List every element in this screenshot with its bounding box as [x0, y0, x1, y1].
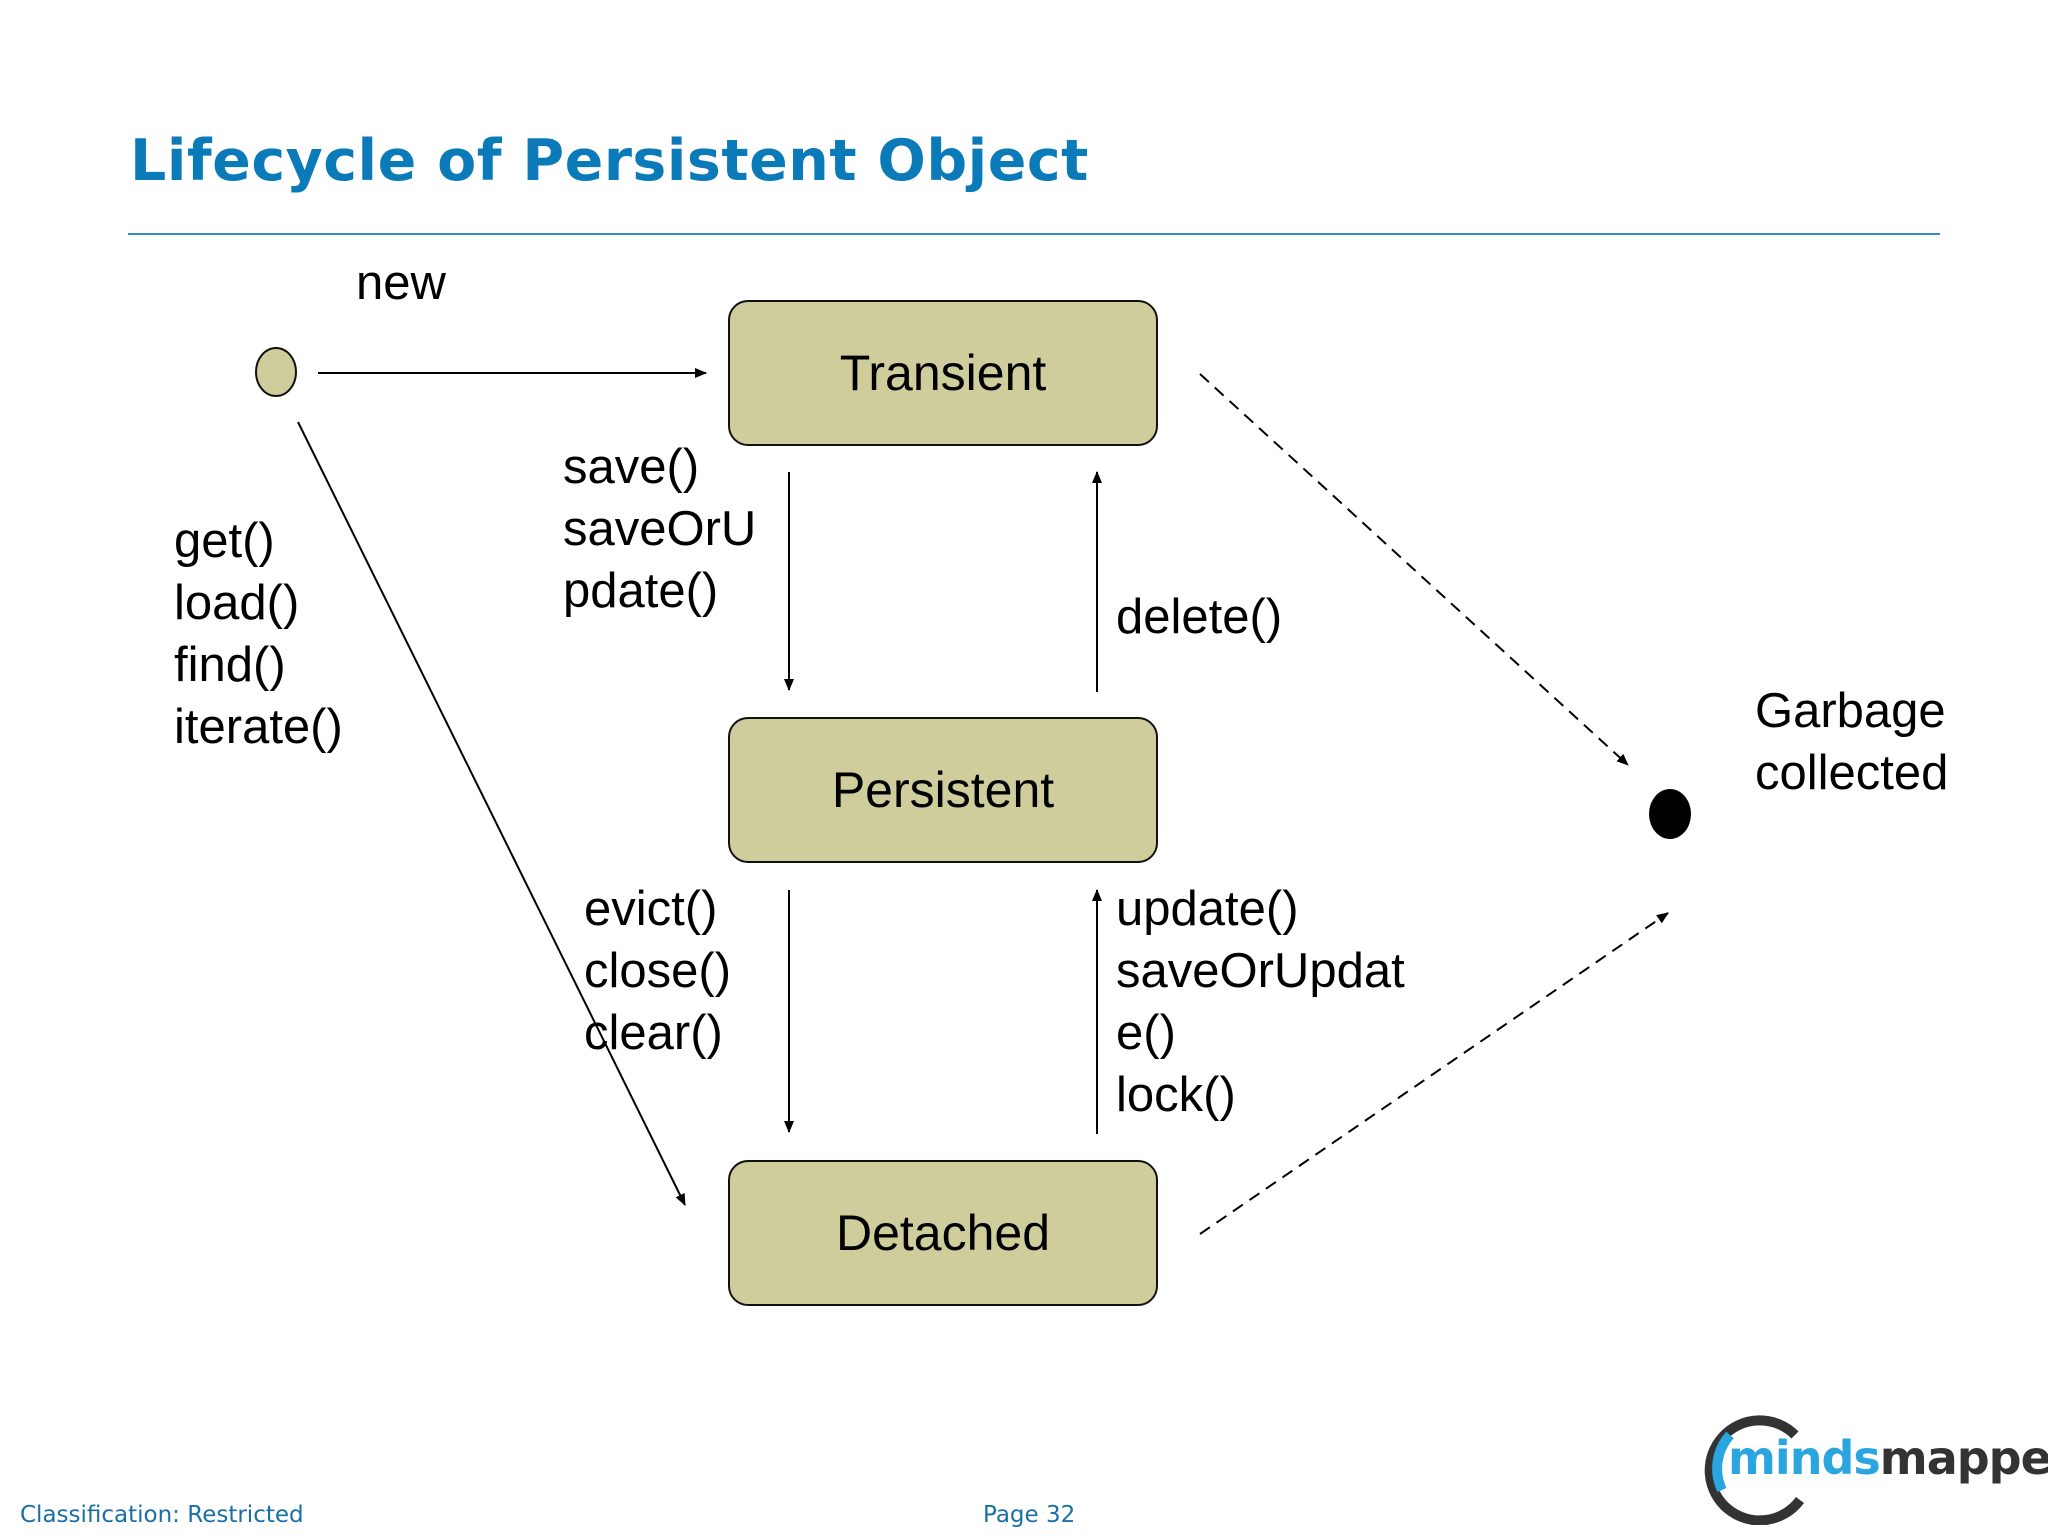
logo-text-minds: minds	[1728, 1431, 1881, 1485]
state-transient: Transient	[728, 300, 1158, 446]
arrow-detached-gc	[1199, 912, 1669, 1235]
label-e: e()	[1116, 1006, 1176, 1060]
label-update: update()	[1116, 882, 1299, 936]
label-load: load()	[174, 576, 300, 630]
label-saveoru: saveOrU	[563, 502, 757, 556]
slide-title: Lifecycle of Persistent Object	[130, 128, 1089, 194]
label-save: save()	[563, 440, 700, 494]
logo-ring-icon	[1704, 1415, 1805, 1526]
label-find: find()	[174, 638, 286, 692]
arrow-query-to-detached	[297, 421, 686, 1206]
label-garbage: Garbage	[1755, 684, 1946, 738]
label-lock: lock()	[1116, 1068, 1236, 1122]
label-query-methods: get() load() find() iterate()	[174, 510, 343, 758]
logo-text-mapped: mapped	[1879, 1431, 2048, 1485]
label-garbage-collected: Garbage collected	[1755, 680, 1948, 804]
logo-wordmark: mindsmapped	[1728, 1431, 2048, 1485]
mindsmapped-logo: mindsmapped	[1700, 1405, 2048, 1526]
initial-state-node	[255, 347, 297, 397]
state-persistent: Persistent	[728, 717, 1158, 863]
label-update-methods: update() saveOrUpdat e() lock()	[1116, 878, 1405, 1126]
footer-classification: Classification: Restricted	[20, 1502, 304, 1528]
label-iterate: iterate()	[174, 700, 343, 754]
arrow-transient-gc	[1199, 373, 1629, 766]
state-detached: Detached	[728, 1160, 1158, 1306]
label-close: close()	[584, 944, 732, 998]
label-clear: clear()	[584, 1006, 723, 1060]
label-collected: collected	[1755, 746, 1949, 800]
label-evict-methods: evict() close() clear()	[584, 878, 731, 1064]
title-divider	[128, 233, 1940, 235]
label-evict: evict()	[584, 882, 718, 936]
label-get: get()	[174, 514, 275, 568]
label-pdate: pdate()	[563, 564, 719, 618]
footer-page-number: Page 32	[983, 1502, 1076, 1528]
label-saveorupdat: saveOrUpdat	[1116, 944, 1405, 998]
label-new: new	[356, 256, 446, 310]
final-state-node	[1649, 789, 1691, 839]
label-delete: delete()	[1116, 590, 1283, 644]
label-save-methods: save() saveOrU pdate()	[563, 436, 756, 622]
